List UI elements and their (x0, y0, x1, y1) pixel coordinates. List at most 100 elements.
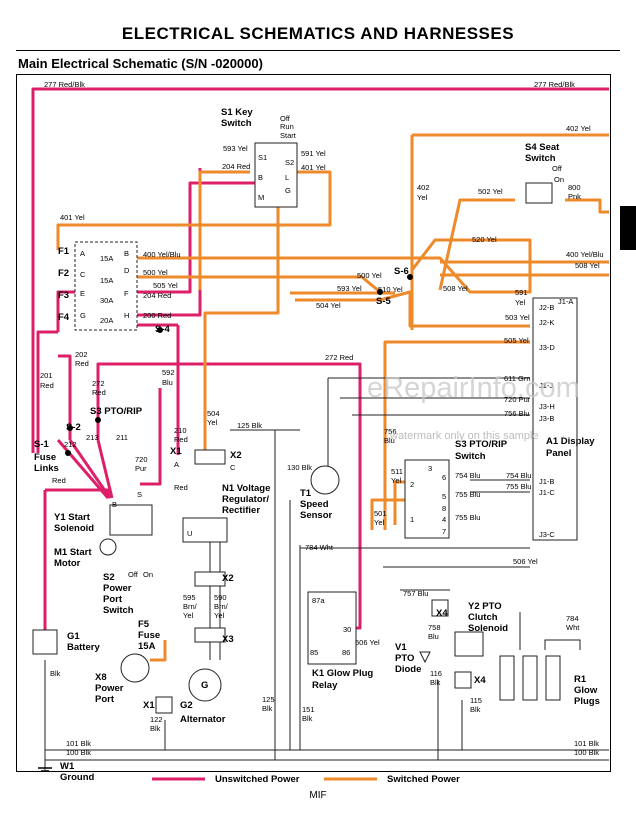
start-motor-circle (99, 538, 117, 556)
wire-label: 755 Blu (455, 513, 480, 522)
component-label: Power (95, 683, 124, 694)
wire-label: 204 Red (222, 162, 250, 171)
component-label: S (137, 490, 142, 499)
wire-label: Yel (207, 418, 217, 427)
component-labels: S1 Key Switch Off Run Start S1 S2 B L M … (34, 107, 600, 783)
glow-relay-box (307, 591, 357, 665)
splice-s4 (157, 327, 163, 333)
regulator-box (182, 517, 228, 543)
component-label: S3 PTO/RIP (90, 406, 143, 417)
component-label: S-4 (155, 324, 171, 335)
wire-label: 503 Yel (505, 313, 530, 322)
wire-label: 100 Blk (66, 748, 91, 757)
component-label: R1 (574, 674, 587, 685)
component-label: Y1 Start (54, 512, 91, 523)
wire-label: 115 (470, 696, 482, 705)
schematic-subtitle: Main Electrical Schematic (S/N -020000) (18, 56, 263, 71)
wire-401 (56, 170, 332, 250)
wire-204 (56, 181, 255, 332)
component-label: T1 (300, 488, 312, 499)
wire-593 (198, 170, 250, 290)
wire-592 (140, 388, 162, 486)
component-label: Clutch (468, 612, 498, 623)
component-label: D (124, 266, 130, 275)
component-label: Off (128, 570, 139, 579)
component-label: B (124, 249, 129, 258)
wire-label: 611 Grn (504, 374, 531, 383)
wire-label: Red (174, 435, 188, 444)
component-label: 15A (100, 254, 113, 263)
component-label: 1 (410, 515, 414, 524)
component-label: Rectifier (222, 505, 260, 516)
wire-label: 212 (64, 440, 77, 449)
component-label: X8 (95, 672, 107, 683)
component-label: Speed (300, 499, 329, 510)
component-label: Motor (54, 558, 81, 569)
component-label: Power (103, 583, 132, 594)
component-label: Switch (221, 118, 252, 129)
component-label: C (230, 463, 236, 472)
wire-label: 200 Red (143, 311, 171, 320)
component-label: S2 (103, 572, 115, 583)
splice-s5 (377, 289, 383, 295)
component-label: Alternator (180, 714, 226, 725)
wire-505 (383, 340, 530, 530)
wire-labels: 277 Red/Blk 277 Red/Blk 402 Yel 593 Yel … (40, 80, 604, 757)
wire-label: 510 Yel (378, 285, 403, 294)
wire-label: 502 Yel (478, 187, 503, 196)
component-label: 7 (442, 527, 446, 536)
component-label: S-2 (66, 422, 81, 433)
component-label: PTO (395, 653, 414, 664)
splice-s6 (407, 274, 413, 280)
wire-label: 505 Yel (153, 281, 178, 290)
fuse-block (74, 241, 138, 331)
component-label: F (124, 289, 129, 298)
connector-x1 (194, 449, 226, 465)
component-label: 30A (100, 296, 113, 305)
watermark: eRepairInfo.com (367, 372, 580, 404)
wire-800 (565, 198, 609, 214)
wire-label: 402 Yel (566, 124, 591, 133)
component-label: J3-D (539, 343, 555, 352)
start-solenoid-box (109, 504, 153, 536)
component-label: K1 Glow Plug (312, 668, 373, 679)
wire-277 (31, 87, 609, 453)
component-label: X1 (143, 700, 155, 711)
component-label: Solenoid (54, 523, 94, 534)
components-shapes (32, 142, 578, 772)
component-label: V1 (395, 642, 407, 653)
footer-code: MIF (309, 790, 327, 801)
wire-label: Blu (384, 436, 395, 445)
component-label: M (258, 193, 264, 202)
wire-label: 272 Red (325, 353, 353, 362)
component-label: F4 (58, 312, 70, 323)
wire-label: 400 Yel/Blu (143, 250, 181, 259)
component-label: 3 (428, 464, 432, 473)
wire-label: Blu (428, 632, 439, 641)
component-label: M1 Start (54, 547, 92, 558)
wire-label: 520 Yel (472, 235, 497, 244)
wire-201 (36, 330, 58, 453)
component-label: X4 (474, 675, 486, 686)
wire-label: 508 Yel (443, 284, 468, 293)
component-label: S4 Seat (525, 142, 560, 153)
wire-202 (58, 354, 72, 440)
component-label: J1-B (539, 477, 554, 486)
component-label: Switch (525, 153, 556, 164)
wire-label: 400 Yel/Blu (566, 250, 604, 259)
component-label: S2 (285, 158, 294, 167)
component-label: B (258, 173, 263, 182)
component-label: 6 (442, 473, 446, 482)
component-label: Glow (574, 685, 598, 696)
black-wires (44, 377, 609, 770)
wire-label: 511 (391, 467, 403, 476)
component-label: X4 (436, 608, 448, 619)
wire-label: 756 (384, 427, 397, 436)
wire-213 (56, 439, 110, 499)
wire-label: 101 Blk (574, 739, 599, 748)
component-label: G (201, 680, 208, 691)
clutch-solenoid-box (454, 631, 484, 657)
wire-label: 592 (162, 368, 175, 377)
component-label: 15A (138, 641, 156, 652)
component-label: X2 (222, 573, 234, 584)
